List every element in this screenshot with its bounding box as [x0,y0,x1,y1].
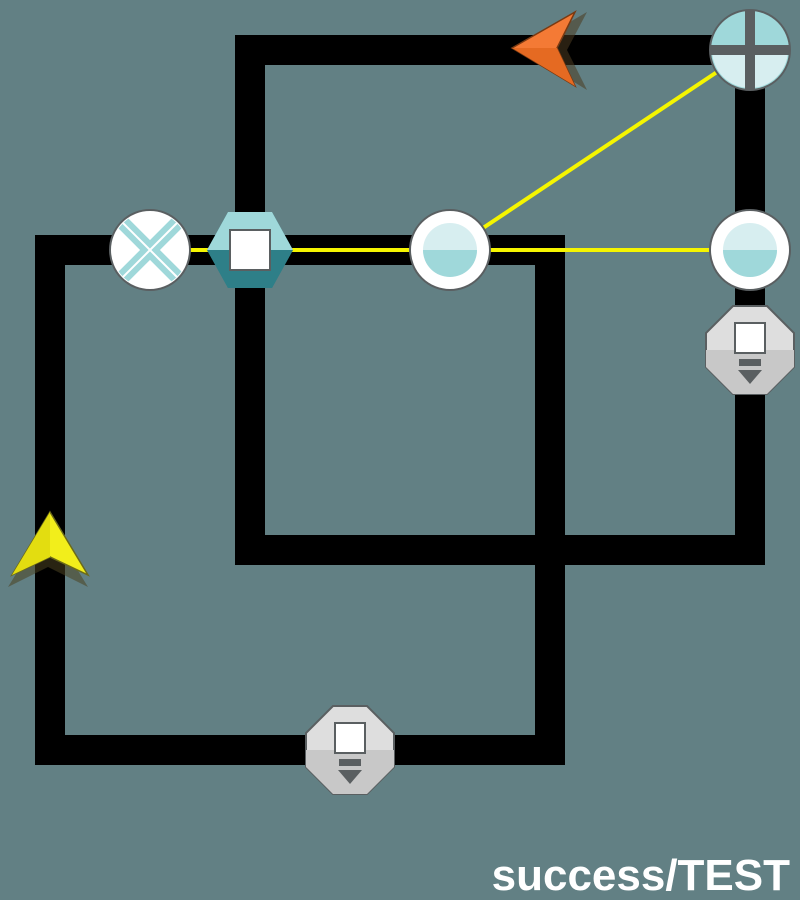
laser-beam-diagonal [448,48,752,252]
track-upper-loop [235,35,765,565]
x-cross-icon [112,212,188,288]
square-icon [334,722,366,754]
download-arrow-icon [738,359,762,384]
yellow-pointer[interactable] [8,510,90,587]
mirror-right-tile[interactable] [709,209,791,291]
half-circle-icon [723,223,777,277]
plus-icon [710,10,790,90]
emitter-right-tile[interactable] [705,305,795,395]
emitter-bottom-tile[interactable] [305,705,395,795]
mirror-left-tile[interactable] [409,209,491,291]
plus-node-tile[interactable] [709,9,791,91]
orange-pointer[interactable] [510,10,587,90]
track-lower-loop [35,235,565,765]
track-layer [35,35,765,765]
status-label: success/TEST [491,851,790,900]
half-circle-icon [423,223,477,277]
download-arrow-icon [338,759,362,784]
hex-block-tile[interactable] [207,212,293,288]
cross-splitter-tile[interactable] [109,209,191,291]
square-icon [229,229,271,271]
square-icon [734,322,766,354]
